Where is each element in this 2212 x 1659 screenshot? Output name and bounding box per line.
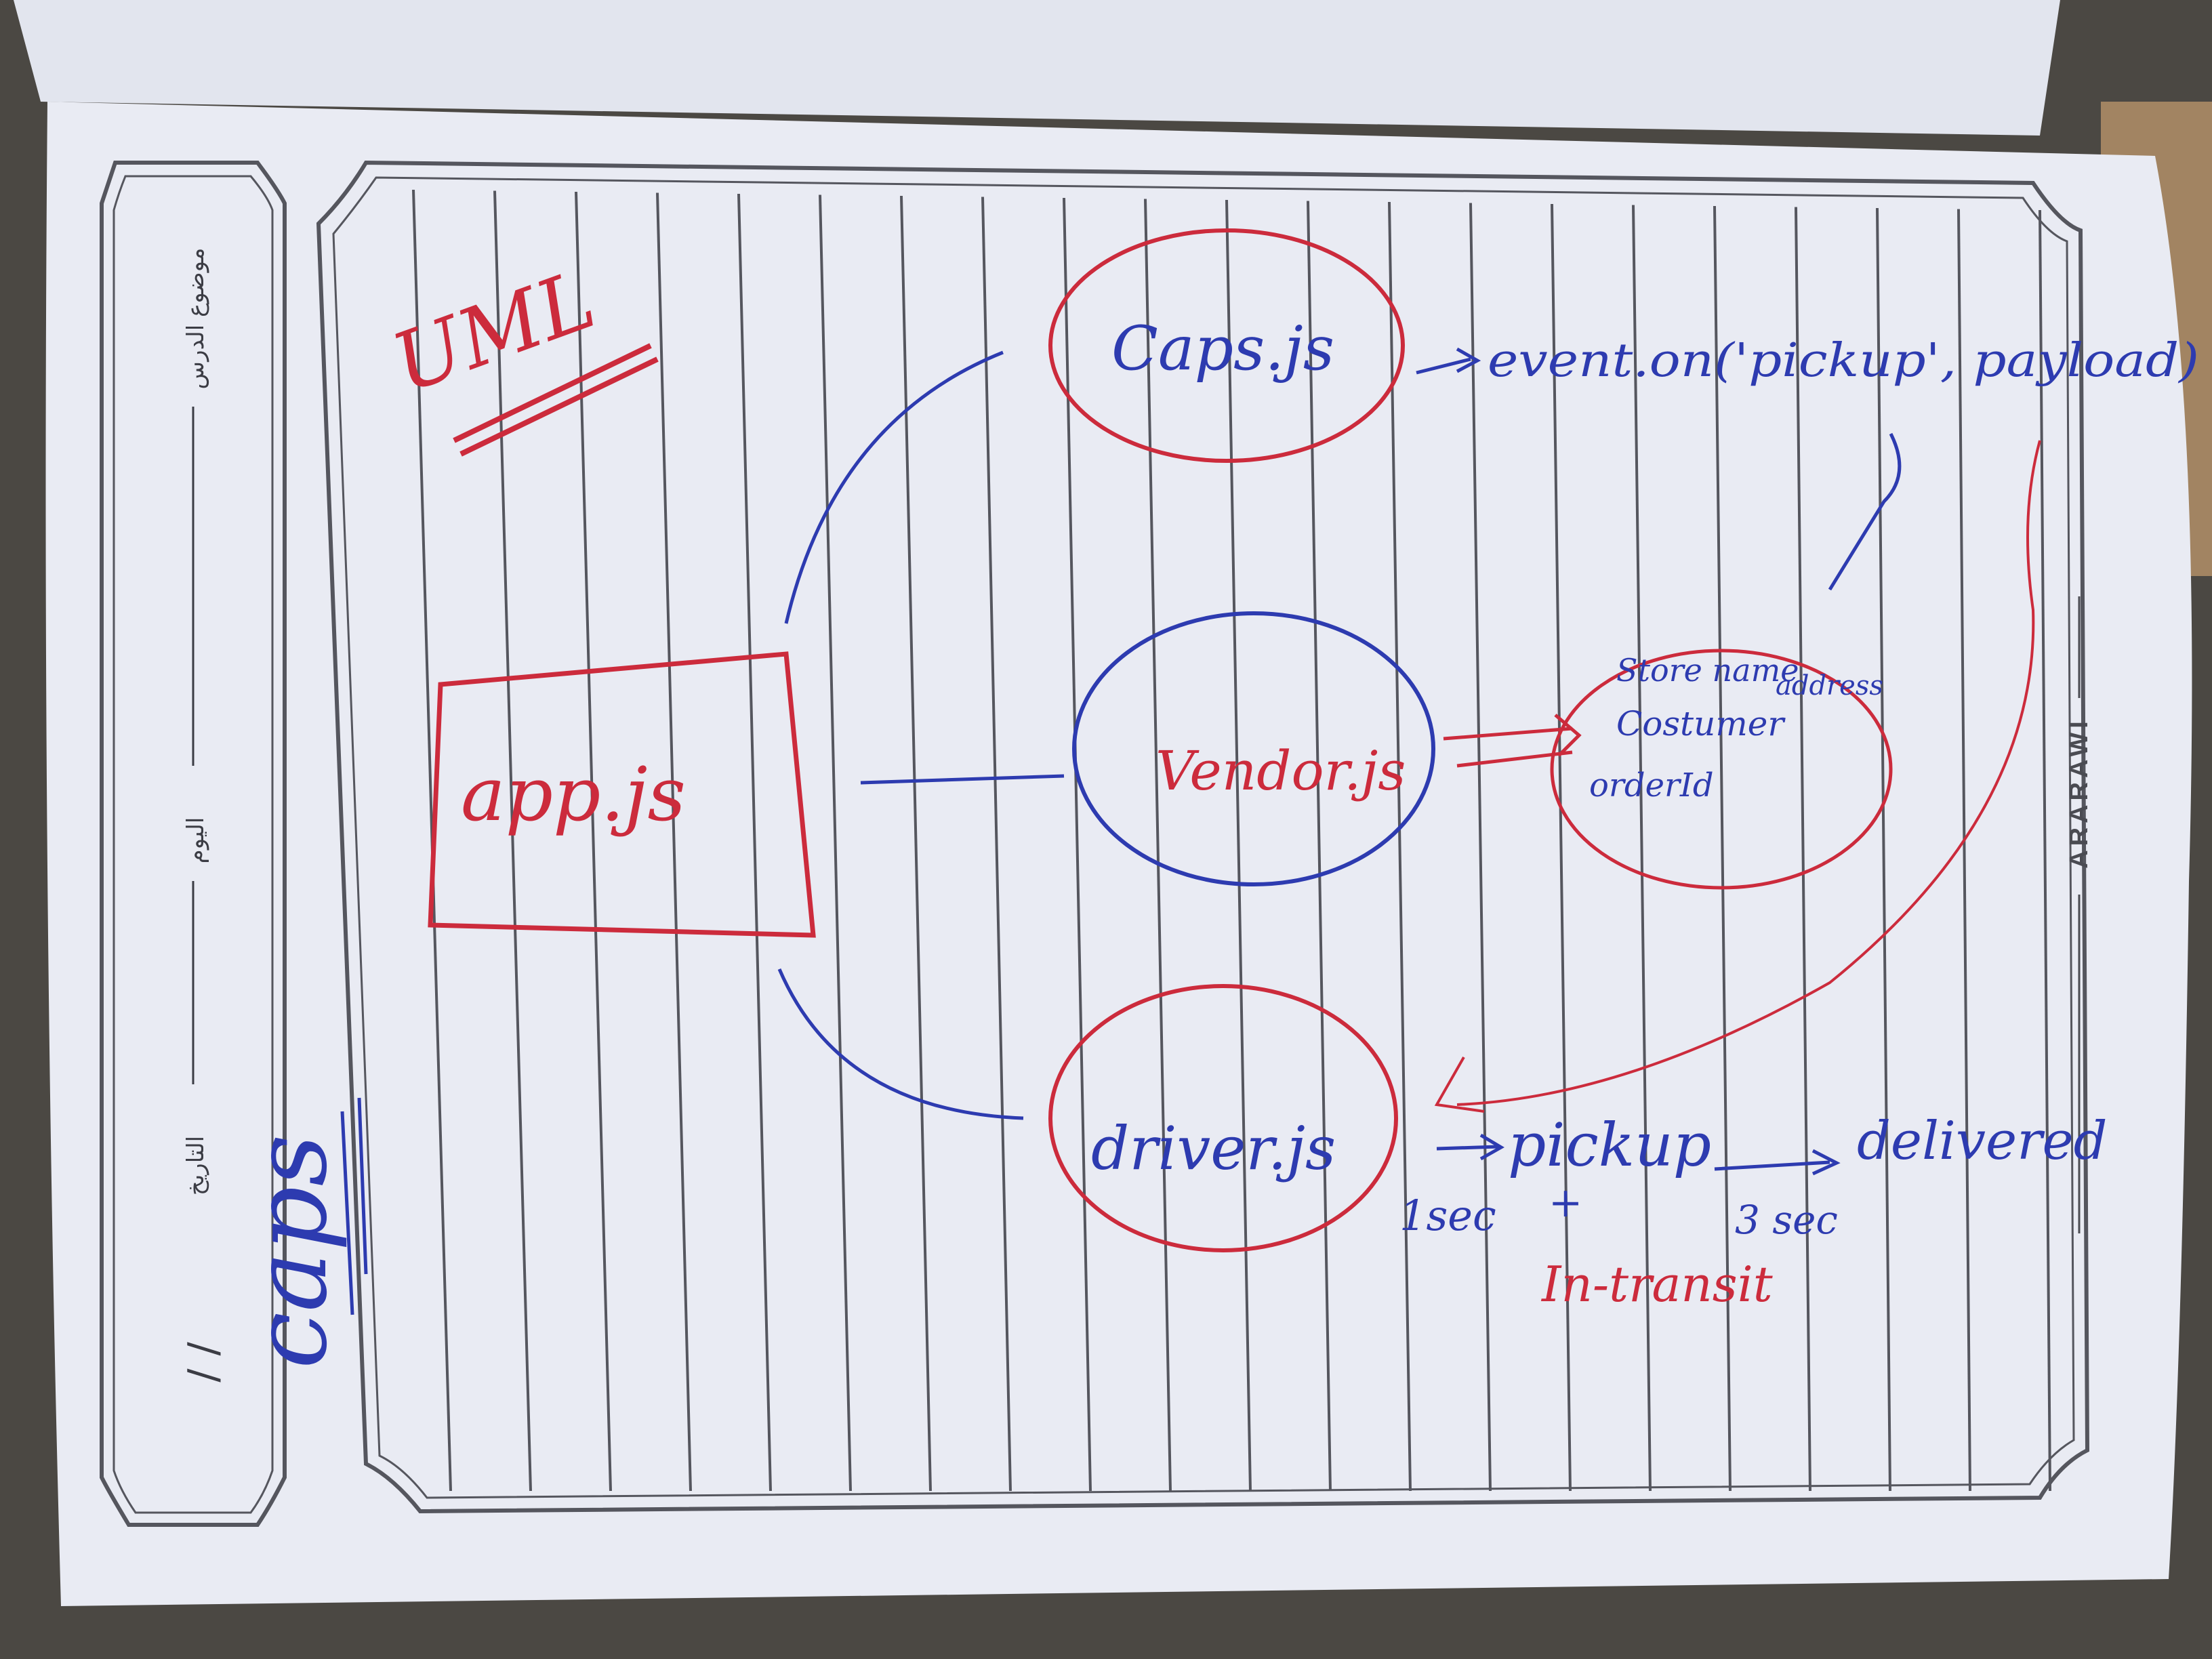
side-title-caps: caps xyxy=(232,1134,350,1369)
ruled-line xyxy=(1713,205,1732,1492)
writing-frame-inner xyxy=(332,176,2075,1499)
margin-frame-inner xyxy=(112,175,274,1514)
topic-label: موضوع الدرس xyxy=(182,248,209,390)
vendor-node xyxy=(1072,611,1435,886)
day-label: اليوم xyxy=(182,817,209,864)
ruled-line xyxy=(981,197,1012,1492)
ruled-line xyxy=(1551,203,1572,1492)
connector-to-vendor xyxy=(860,774,1065,785)
ruled-line xyxy=(493,190,532,1492)
connector-to-caps xyxy=(784,350,1004,624)
return-curve-head xyxy=(1434,1057,1485,1113)
ruled-line xyxy=(1795,207,1811,1492)
driver-step1: pickup xyxy=(1508,1110,1711,1180)
caps-label: Caps.js xyxy=(1111,313,1334,384)
ruled-line xyxy=(1307,201,1332,1492)
brand-label: ARARAWI xyxy=(2065,717,2093,869)
ruled-line xyxy=(2039,209,2051,1492)
vendor-note-line4: address xyxy=(1776,670,1883,701)
driver-node xyxy=(1048,984,1398,1252)
return-curve xyxy=(1456,440,2041,1106)
caps-event-arrow xyxy=(1416,347,1481,375)
driver-plus: + xyxy=(1549,1179,1582,1227)
ruled-line xyxy=(1876,207,1891,1492)
ruled-line xyxy=(575,191,612,1492)
driver-step2: delivered xyxy=(1857,1111,2108,1172)
driver-status: In-transit xyxy=(1540,1256,1774,1313)
ruled-line xyxy=(819,194,852,1492)
vendor-note-line2: Costumer xyxy=(1616,704,1786,743)
driver-label: driver.js xyxy=(1091,1113,1336,1183)
ruled-line xyxy=(1469,203,1492,1492)
ruled-line xyxy=(1957,209,1971,1492)
driver-wait2: 3 sec xyxy=(1735,1197,1838,1243)
ruled-line xyxy=(1225,199,1252,1492)
caps-event-pointer xyxy=(1828,432,1902,591)
side-title-strokes xyxy=(340,1097,368,1315)
app-box xyxy=(428,651,816,938)
date-separator: / / xyxy=(180,1341,227,1382)
connector-to-driver xyxy=(777,968,1024,1120)
ruled-line xyxy=(1063,197,1092,1492)
app-label: app.js xyxy=(461,751,686,838)
previous-page xyxy=(14,0,2060,136)
driver-wait1: 1sec xyxy=(1399,1191,1496,1240)
writing-frame xyxy=(316,160,2090,1514)
ruled-line xyxy=(1632,205,1652,1492)
vendor-note-node xyxy=(1550,649,1893,890)
margin-frame xyxy=(100,161,287,1527)
date-label: التاريخ xyxy=(182,1136,209,1195)
driver-arrow-2 xyxy=(1714,1149,1841,1176)
driver-arrow-1 xyxy=(1436,1133,1504,1161)
ruled-line xyxy=(656,192,692,1492)
vendor-label: Vendor.js xyxy=(1155,739,1406,802)
title-underline xyxy=(453,343,659,457)
ruled-line xyxy=(1144,199,1172,1492)
caps-event-text: event.on('pickup', payload) xyxy=(1488,334,2199,388)
ruled-line xyxy=(1388,201,1412,1492)
ruled-line xyxy=(737,193,772,1492)
vendor-note-line1: Store name xyxy=(1616,652,1799,689)
vendor-note-line3: orderId xyxy=(1589,766,1714,804)
caps-node xyxy=(1048,228,1405,463)
